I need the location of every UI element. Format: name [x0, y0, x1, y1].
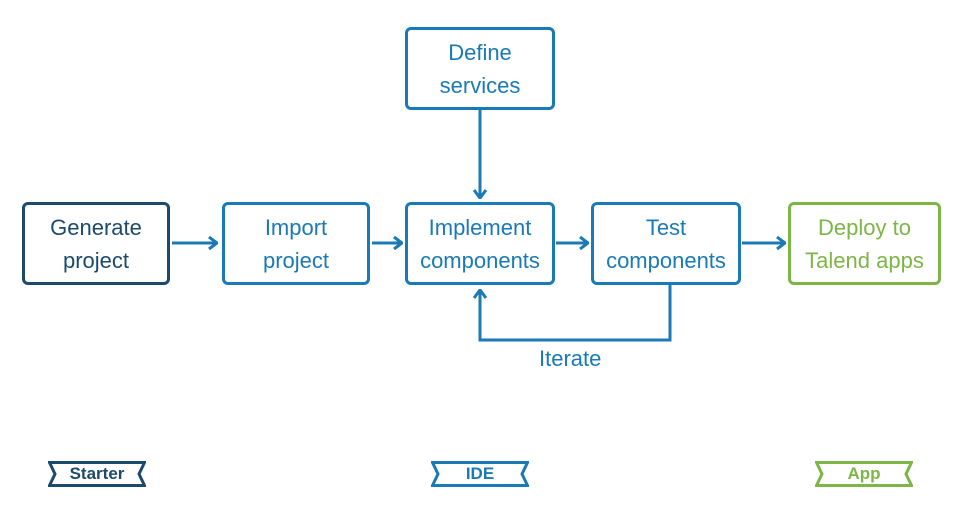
- node-generate-project-line2: project: [62, 247, 130, 273]
- node-define-services-line2: services: [439, 72, 521, 98]
- node-implement-components-line1: Implement: [428, 214, 532, 240]
- tag-ide-label: IDE: [465, 464, 495, 483]
- node-import-project-line2: project: [262, 247, 330, 273]
- node-import-project: Import project: [222, 202, 370, 285]
- iterate-label: Iterate: [539, 346, 602, 371]
- tag-app-label: App: [847, 464, 881, 483]
- node-test-components-line2: components: [606, 247, 726, 273]
- tag-ide: IDE: [431, 461, 529, 487]
- node-generate-project: Generate project: [22, 202, 170, 285]
- node-test-components-line1: Test: [645, 214, 687, 240]
- tag-starter-label: Starter: [69, 464, 125, 483]
- node-implement-components-line2: components: [420, 247, 540, 273]
- node-generate-project-line1: Generate: [50, 214, 142, 240]
- node-define-services: Define services: [405, 27, 555, 110]
- tag-app-ribbon: [815, 461, 913, 487]
- node-implement-components: Implement components: [405, 202, 555, 285]
- node-define-services-line1: Define: [448, 39, 512, 65]
- node-deploy-line1: Deploy to: [818, 214, 911, 240]
- node-deploy-to-talend-apps: Deploy to Talend apps: [788, 202, 941, 285]
- tag-ide-ribbon: [431, 461, 529, 487]
- tag-app: App: [815, 461, 913, 487]
- arrow-iterate-loop: [480, 285, 672, 342]
- node-test-components: Test components: [591, 202, 741, 285]
- tag-starter: Starter: [48, 461, 146, 487]
- node-import-project-line1: Import: [264, 214, 328, 240]
- tag-starter-ribbon: [48, 461, 146, 487]
- node-deploy-line2: Talend apps: [805, 247, 924, 273]
